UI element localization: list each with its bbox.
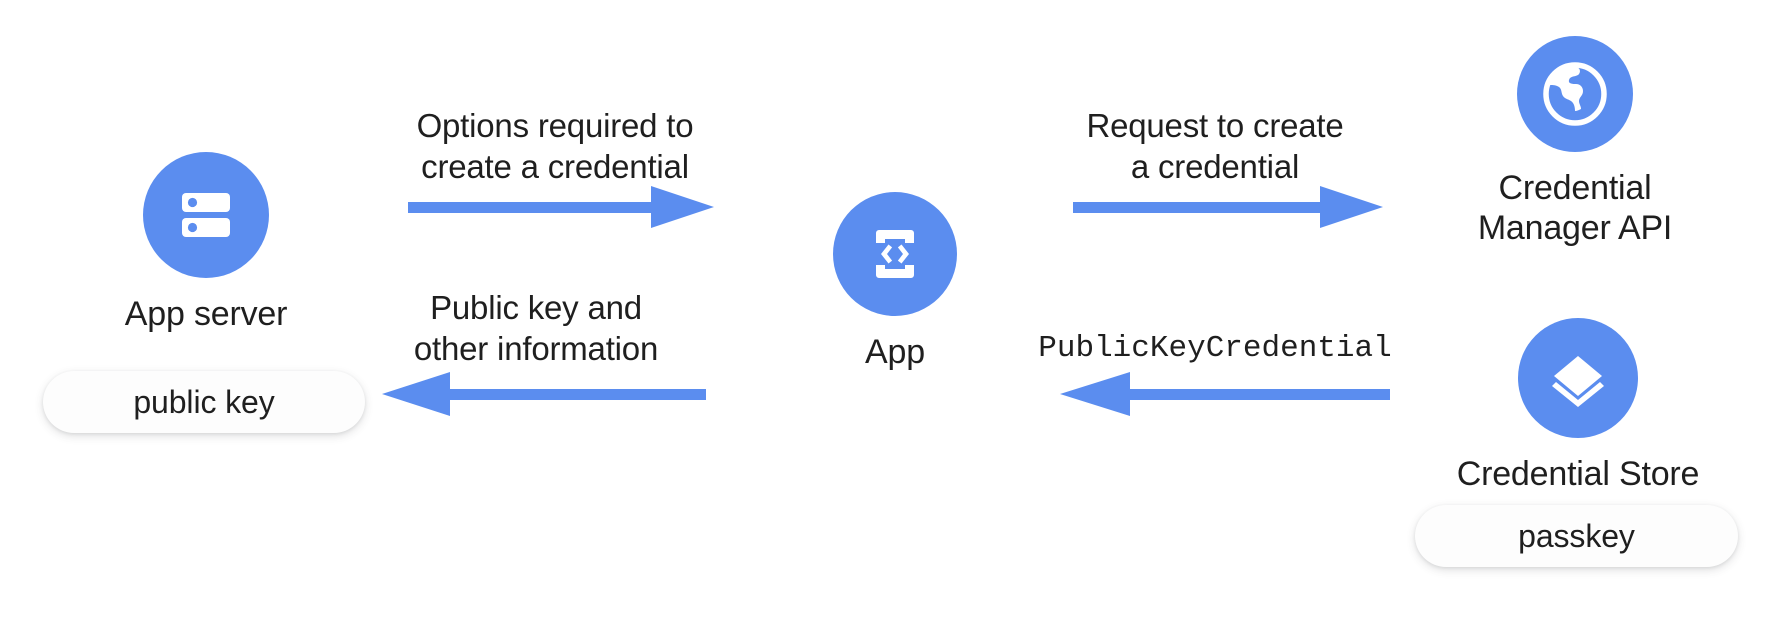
arrow-right-app-to-api xyxy=(1073,186,1383,228)
arrow-left-app-to-server xyxy=(382,372,706,416)
credential-store-circle xyxy=(1518,318,1638,438)
globe-icon xyxy=(1543,62,1607,126)
credential-store-label: Credential Store xyxy=(1456,455,1700,493)
edge-label-options-required: Options required to create a credential xyxy=(416,107,694,186)
node-credential-store: Credential Store xyxy=(1443,318,1713,494)
pill-public-key-text: public key xyxy=(133,383,275,420)
edge-label-request-to-create: Request to create a credential xyxy=(1086,107,1344,186)
arrow-right-server-to-app xyxy=(408,186,714,228)
pill-passkey-text: passkey xyxy=(1518,517,1635,554)
app-label: App xyxy=(865,333,925,371)
app-code-device-icon xyxy=(876,230,914,278)
node-app-server: App server xyxy=(78,152,334,334)
edge-label-public-key-and-other-info: Public key and other information xyxy=(413,289,659,368)
edge-label-publickeycredential: PublicKeyCredential xyxy=(1038,331,1392,366)
app-server-label: App server xyxy=(124,295,288,333)
server-icon xyxy=(182,193,230,237)
node-app: App xyxy=(790,192,1000,372)
node-credential-manager-api: Credential Manager API xyxy=(1430,36,1720,248)
app-server-circle xyxy=(143,152,269,278)
credential-manager-api-label: Credential Manager API xyxy=(1477,169,1673,248)
pill-public-key: public key xyxy=(43,371,365,433)
pill-passkey: passkey xyxy=(1415,505,1738,567)
credential-manager-api-circle xyxy=(1517,36,1633,152)
arrow-left-store-to-app xyxy=(1060,372,1390,416)
layers-icon xyxy=(1552,356,1604,407)
app-circle xyxy=(833,192,957,316)
